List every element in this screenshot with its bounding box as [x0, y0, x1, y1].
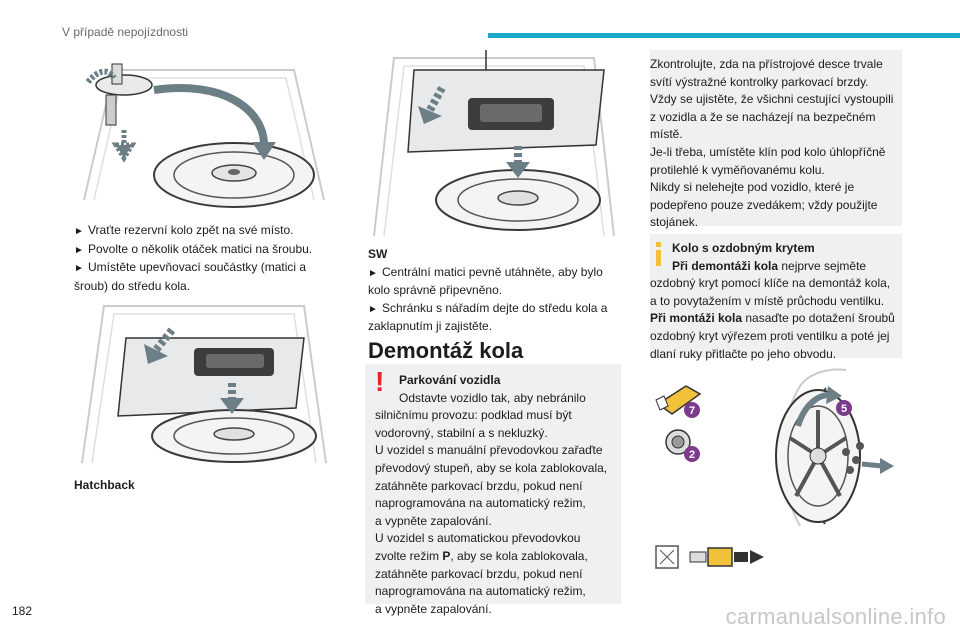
watermark: carmanualsonline.info	[725, 604, 946, 629]
hatchback-trunk-illustration	[74, 298, 332, 466]
sw-trunk-illustration	[368, 50, 620, 238]
list-item: ►Centrální matici pevně utáhněte, aby by…	[368, 264, 603, 298]
list-item: ►Vraťte rezervní kolo zpět na své místo.	[74, 222, 336, 241]
col1-bullets: ►Vraťte rezervní kolo zpět na své místo.…	[74, 222, 336, 295]
bullet-triangle-icon: ►	[74, 226, 84, 237]
callout-5: 5	[841, 403, 847, 415]
hatchback-caption: Hatchback	[74, 478, 135, 492]
sw-subtitle: SW	[368, 247, 388, 261]
header-accent-bar	[488, 33, 960, 38]
spare-wheel-illustration-1	[74, 50, 332, 210]
tool-detail-illustration	[650, 540, 774, 574]
warning-exclamation-icon: !	[375, 366, 385, 397]
page-number: 182	[12, 604, 33, 618]
bullet-triangle-icon: ►	[368, 267, 378, 279]
callout-7: 7	[689, 405, 695, 417]
callout-2: 2	[689, 449, 695, 461]
list-item: ►Umístěte upevňovací součástky (matici a…	[74, 260, 307, 293]
col2-text: SW ►Centrální matici pevně utáhněte, aby…	[368, 246, 618, 336]
bullet-triangle-icon: ►	[74, 244, 84, 256]
wheel-removal-illustration: 7 2 5	[650, 366, 902, 528]
bullet-triangle-icon: ►	[74, 263, 84, 274]
list-item: ►Povolte o několik otáček matici na šrou…	[74, 241, 336, 260]
section-title: V případě nepojízdnosti	[62, 25, 189, 39]
heading-wheel-removal: Demontáž kola	[368, 338, 524, 363]
list-item: ►Schránku s nářadím dejte do středu kola…	[368, 300, 608, 334]
info-box-wheel-cover: Kolo s ozdobným krytem Při demontáži kol…	[650, 234, 902, 361]
bullet-triangle-icon: ►	[368, 303, 378, 315]
safety-check-box: Zkontrolujte, zda na přístrojové desce t…	[650, 50, 902, 229]
info-i-icon	[656, 242, 661, 247]
warning-box: ! Parkování vozidla Odstavte vozidlo tak…	[365, 364, 621, 616]
